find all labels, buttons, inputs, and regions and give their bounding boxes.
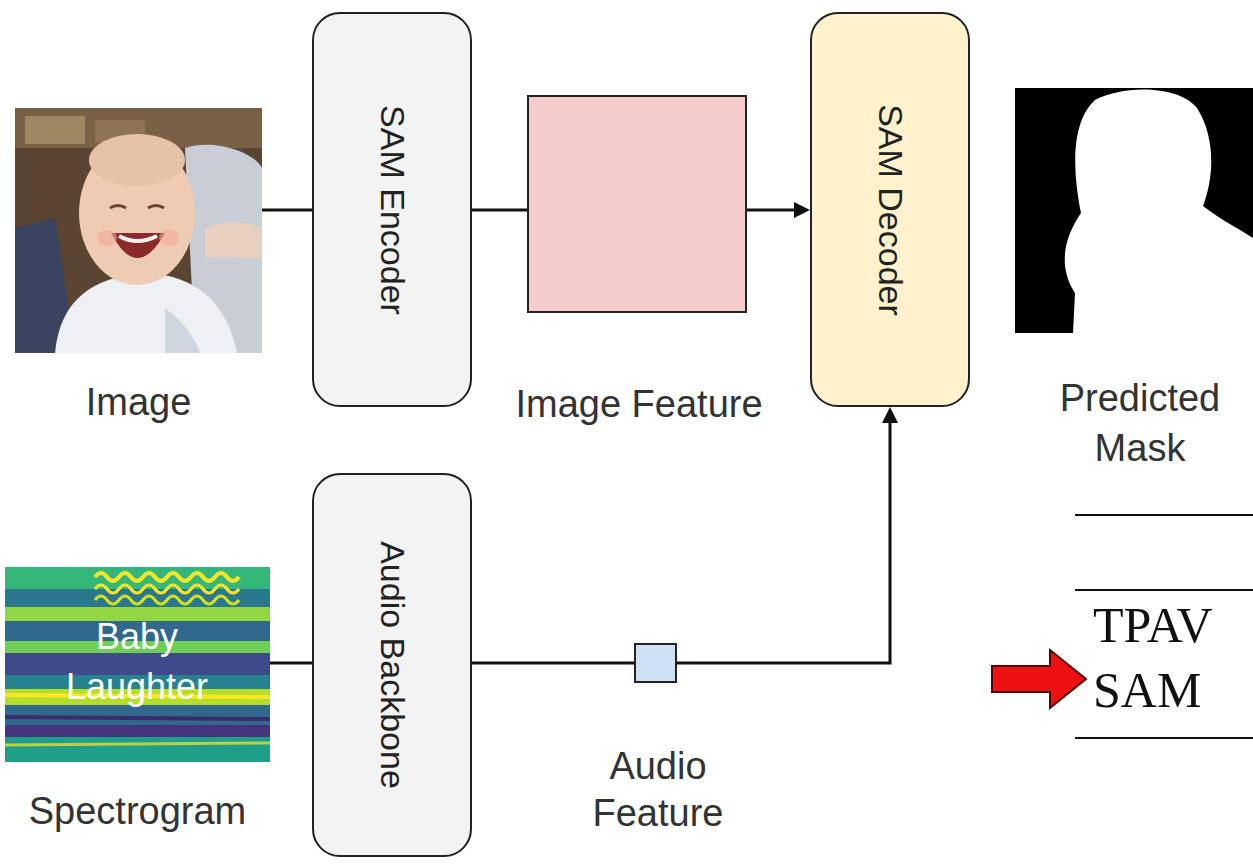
node-label: Image Feature <box>469 382 809 428</box>
connector <box>262 210 312 211</box>
encoder-block: SAM Encoder <box>312 12 472 407</box>
connector-line <box>262 209 312 212</box>
arrow-head <box>882 407 898 423</box>
decoder-block: SAM Decoder <box>810 12 970 407</box>
table-rule <box>1075 514 1253 516</box>
node-label: Predicted Mask <box>1030 373 1250 473</box>
node-label: Spectrogram <box>0 789 285 835</box>
node-label: Baby Laughter <box>37 612 237 712</box>
red-pointer-arrow <box>992 650 1086 708</box>
spectrogram-image: Baby LaughterSpectrogram <box>5 567 270 762</box>
predicted-mask: Predicted Mask <box>1015 88 1253 333</box>
audio-backbone-block: Audio Backbone <box>312 473 472 857</box>
connector-line <box>472 662 634 665</box>
spectrogram-image-picture <box>5 567 270 762</box>
table-cell: SAM <box>1093 665 1201 715</box>
connector-line <box>270 662 312 665</box>
connector-line <box>472 209 527 212</box>
table-rule <box>1075 737 1253 739</box>
connector <box>270 663 312 664</box>
table-rule <box>1075 589 1253 591</box>
arrow-head <box>794 202 810 218</box>
table-cell: TPAV <box>1093 600 1213 650</box>
connector-line <box>677 421 890 663</box>
connector-line <box>747 209 796 212</box>
feature-map: Image Feature <box>527 95 747 313</box>
input-image: Image <box>15 108 262 353</box>
node-label: Audio Feature <box>573 743 743 837</box>
connector <box>677 407 898 663</box>
block-title: SAM Decoder <box>871 104 910 316</box>
connector <box>747 202 810 218</box>
node-label: Image <box>0 380 282 426</box>
connector <box>472 663 634 664</box>
connector <box>472 210 527 211</box>
block-title: SAM Encoder <box>373 105 412 315</box>
audio-feature-vector: Audio Feature <box>634 643 677 683</box>
input-image-picture <box>15 108 262 353</box>
block-title: Audio Backbone <box>373 541 412 789</box>
predicted-mask-picture <box>1015 88 1253 333</box>
